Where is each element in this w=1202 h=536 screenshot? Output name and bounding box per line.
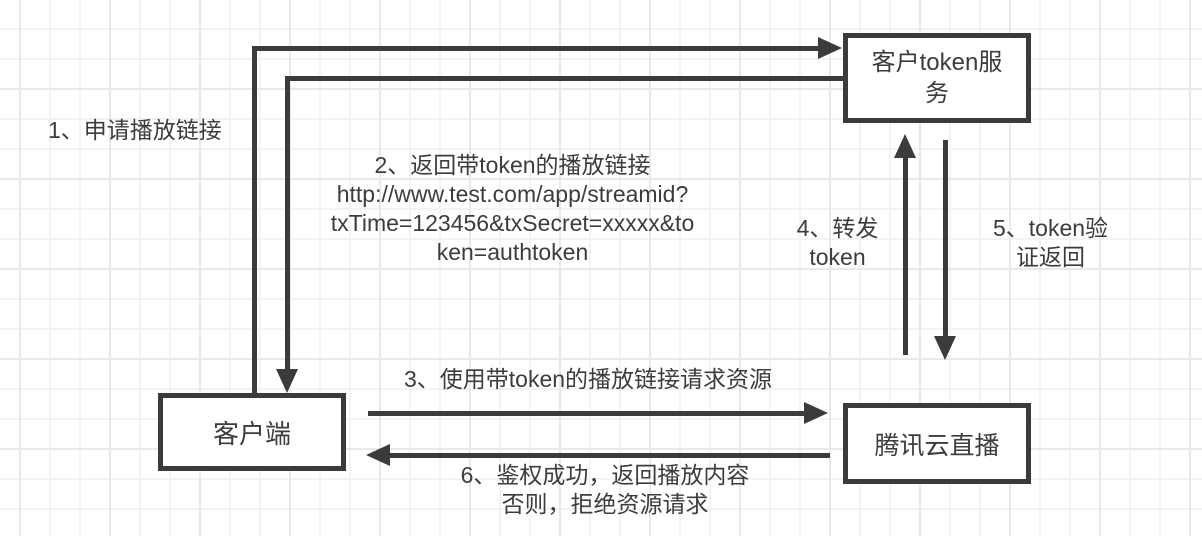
arrow-2-head-down-icon [276,369,298,393]
box-customer-token-service: 客户token服 务 [843,33,1031,123]
arrow-1-head-right-icon [818,37,842,59]
arrow-2-vertical-segment [285,76,290,370]
arrow-4-vertical-segment [903,156,908,355]
arrow-2-horizontal-segment [285,76,843,81]
label-step3: 3、使用带token的播放链接请求资源 [403,366,773,392]
box-client: 客户端 [158,393,346,471]
label-step1: 1、申请播放链接 [48,117,222,143]
label-step6: 6、鉴权成功，返回播放内容 否则，拒绝资源请求 [460,462,750,517]
arrow-1-horizontal-segment [252,46,818,51]
arrow-5-head-down-icon [934,336,956,360]
label-step2: 2、返回带token的播放链接 http://www.test.com/app/… [330,152,695,265]
arrow-1-vertical-segment [252,46,257,393]
label-step4: 4、转发 token [796,215,879,270]
box-tencent-cloud-live: 腾讯云直播 [843,403,1031,484]
arrow-6-horizontal-segment [390,453,830,458]
arrow-3-head-right-icon [804,402,828,424]
arrow-5-vertical-segment [943,140,948,337]
arrow-6-head-left-icon [366,444,390,466]
label-step5: 5、token验 证返回 [992,215,1109,270]
arrow-3-horizontal-segment [368,411,804,416]
arrow-4-head-up-icon [894,134,916,158]
